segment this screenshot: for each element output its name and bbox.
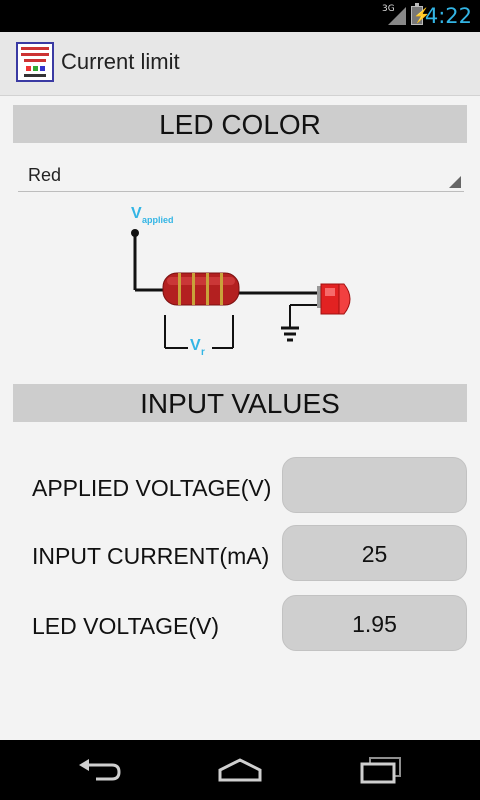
input-values-header: INPUT VALUES [13, 384, 467, 422]
ground-icon [281, 304, 320, 342]
applied-voltage-label: APPLIED VOLTAGE(V) [32, 475, 272, 501]
v-applied-label: V [131, 205, 142, 222]
v-applied-subscript: applied [142, 215, 174, 225]
signal-icon [388, 7, 406, 25]
action-bar: Current limit [0, 32, 480, 96]
battery-icon: ⚡ [411, 3, 431, 25]
applied-voltage-input[interactable] [282, 457, 467, 513]
navigation-bar [0, 740, 480, 800]
page-title: Current limit [61, 49, 180, 74]
input-current-label: INPUT CURRENT(mA) [32, 543, 270, 569]
led-color-selected: Red [28, 165, 62, 185]
vr-subscript: r [201, 347, 205, 358]
resistor-icon [162, 272, 240, 306]
led-color-dropdown[interactable]: Red [18, 157, 464, 192]
status-time: 4:22 [424, 4, 472, 28]
led-voltage-label: LED VOLTAGE(V) [32, 613, 220, 639]
dropdown-arrow-icon [449, 176, 461, 188]
vr-label: V [190, 337, 201, 354]
home-icon[interactable] [217, 756, 263, 784]
recent-apps-icon[interactable] [358, 756, 404, 784]
input-current-input[interactable]: 25 [282, 525, 467, 581]
led-voltage-input[interactable]: 1.95 [282, 595, 467, 651]
led-color-header: LED COLOR [13, 105, 467, 143]
back-icon[interactable] [76, 756, 122, 784]
app-logo-icon[interactable] [16, 42, 54, 82]
circuit-diagram: V applied V r [131, 205, 351, 358]
status-bar: 3G ⚡ 4:22 [0, 0, 480, 32]
led-icon [317, 283, 351, 315]
